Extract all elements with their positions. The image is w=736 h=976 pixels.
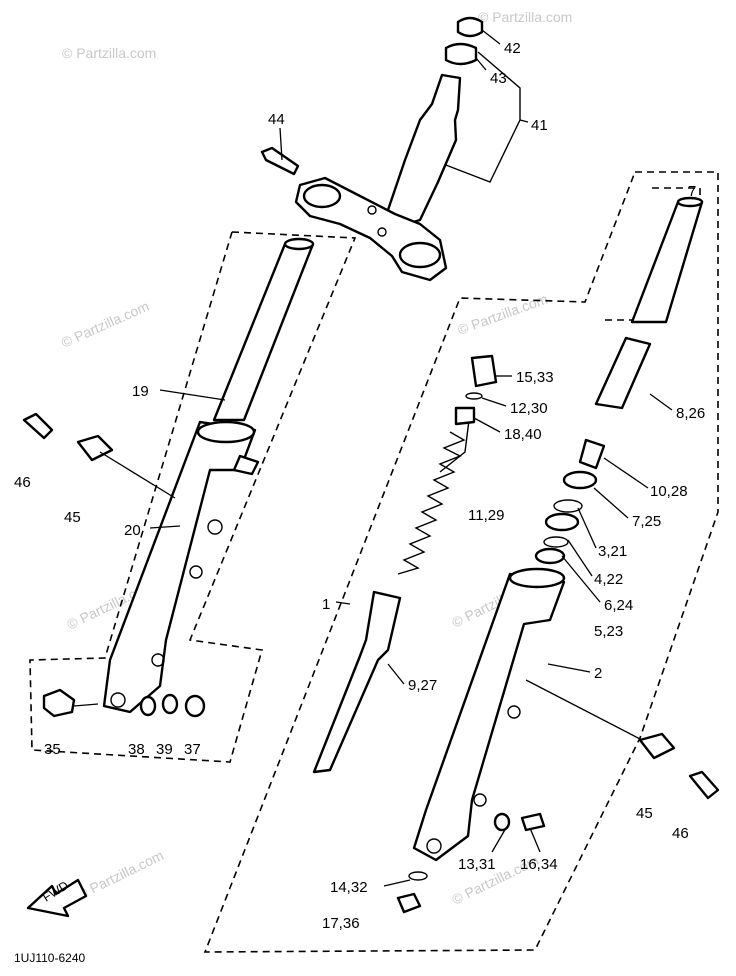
watermark: © Partzilla.com [478,9,572,25]
callout-8-26: 8,26 [676,405,705,422]
bracket-clamp-right [398,241,442,269]
callout-19: 19 [132,383,149,400]
callout-16-34: 16,34 [520,856,558,873]
left-fork-group-outline [29,231,357,763]
drain-bolt [520,812,546,832]
right-axle-hole [426,838,442,854]
callout-10-28: 10,28 [650,483,688,500]
left-outer-tube [102,420,257,714]
right-inner-tube-top [676,196,704,208]
right-fork [312,196,720,914]
oil-seal [544,512,580,532]
pinch-bolt [260,146,300,176]
callout-13-31: 13,31 [458,856,496,873]
stem-bearing [444,42,478,66]
callout-43: 43 [490,70,507,87]
callout-3-21: 3,21 [598,543,627,560]
callout-17-36: 17,36 [322,915,360,932]
fork-spring [397,431,466,575]
bracket-bolt-hole [377,227,387,237]
callout-6-24: 6,24 [604,597,633,614]
left-outer-tube-lug [232,454,260,476]
bracket-bolt-hole [367,205,377,215]
callout-41: 41 [531,117,548,134]
callout-12-30: 12,30 [510,400,548,417]
washer [161,693,179,715]
callout-44: 44 [268,111,285,128]
nut [184,694,206,718]
dust-seal [562,470,598,490]
right-inner-tube [630,200,704,324]
fwd-arrow-icon [26,878,88,918]
callout-15-33: 15,33 [516,369,554,386]
spacer [454,406,476,426]
left-tube-boss [207,519,223,535]
spring-bracket [439,411,471,473]
brake-hose-clamp [638,732,676,760]
watermark: © Partzilla.com [456,291,550,338]
clip [553,499,583,513]
callout-9-27: 9,27 [408,677,437,694]
callout-20: 20 [124,522,141,539]
gasket [408,871,428,881]
left-inner-tube [212,242,315,422]
callout-39: 39 [156,741,173,758]
stem-shaft [386,73,462,228]
left-fork [22,237,315,718]
callout-46-left: 46 [14,474,31,491]
left-outer-tube-top [196,420,256,444]
callouts: 42 43 41 44 19 46 45 20 35 38 39 37 7 8,… [14,40,705,932]
leader-lines [73,29,673,887]
left-tube-boss [151,653,165,667]
right-tube-boss [473,793,487,807]
callout-7-25: 7,25 [632,513,661,530]
oil-lock-piece [578,438,606,470]
callout-46-right: 46 [672,825,689,842]
callout-1: 1 [322,596,330,613]
callout-18-40: 18,40 [504,426,542,443]
washer [139,695,157,717]
washer [493,812,511,832]
right-tube-boss [507,705,521,719]
callout-2: 2 [594,665,602,682]
cylinder-bush [594,336,652,410]
damper-bolt [396,892,422,914]
damper-rod [312,590,402,774]
steering-stem [260,16,484,282]
right-outer-tube [412,572,566,862]
brake-hose-bolt [688,770,720,800]
watermark: © Partzilla.com [74,847,166,903]
watermark: © Partzilla.com [59,298,152,351]
bushing [534,547,566,565]
callout-42: 42 [504,40,521,57]
cap-bolt [470,354,498,388]
bracket-clamp-left [302,183,342,209]
callout-14-32: 14,32 [330,879,368,896]
callout-37: 37 [184,741,201,758]
right-fork-group-outline [203,171,719,953]
callout-45-right: 45 [636,805,653,822]
fwd-arrow: FWD [26,878,88,918]
callout-38: 38 [128,741,145,758]
left-inner-tube-top [283,237,315,251]
axle-bolt [42,688,76,718]
callout-4-22: 4,22 [594,571,623,588]
diagram-code: 1UJ110-6240 [14,951,85,965]
brake-hose-bolt [22,412,54,440]
callout-11-29: 11,29 [468,507,504,524]
group-outlines [29,51,719,953]
callout-45-left: 45 [64,509,81,526]
callout-35: 35 [44,741,61,758]
right-outer-tube-top [508,567,566,589]
o-ring [465,392,483,400]
watermark: © Partzilla.com [62,45,156,61]
left-tube-boss [189,565,203,579]
callout-7-top: 7 [688,183,696,200]
left-axle-hole [110,692,126,708]
washer [543,536,569,548]
stem-cap [456,16,484,38]
callout-5-23: 5,23 [594,623,623,640]
